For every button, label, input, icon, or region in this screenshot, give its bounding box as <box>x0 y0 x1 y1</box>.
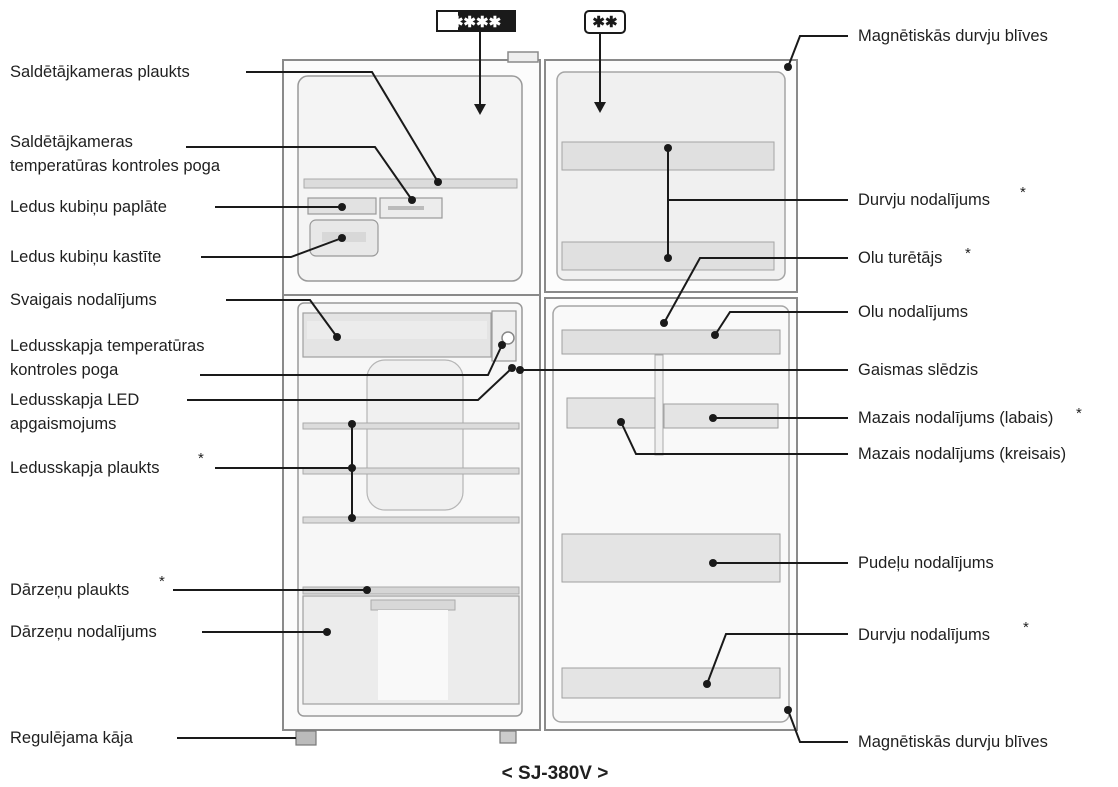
label-light-switch: Gaismas slēdzis <box>858 361 978 379</box>
asterisk-door-compartment-lower: * <box>1023 619 1029 636</box>
fridge-rating-badge: ✱✱ <box>584 10 626 34</box>
badge-arrowheads <box>474 102 606 115</box>
left-labels: Saldētājkameras plaukts Saldētājkameras … <box>10 63 221 747</box>
asterisk-small-compartment-right: * <box>1076 405 1082 422</box>
label-door-seal-bottom: Magnētiskās durvju blīves <box>858 733 1048 751</box>
label-door-compartment-lower: Durvju nodalījums <box>858 626 990 644</box>
label-adjustable-foot: Regulējama kāja <box>10 729 134 747</box>
label-fresh-compartment: Svaigais nodalījums <box>10 291 157 309</box>
label-egg-holder: Olu turētājs <box>858 249 942 267</box>
label-door-seal-top: Magnētiskās durvju blīves <box>858 27 1048 45</box>
right-labels: Magnētiskās durvju blīves Durvju nodalīj… <box>858 27 1082 751</box>
leader-lines <box>173 32 848 743</box>
label-freezer-temp-control-line2: temperatūras kontroles poga <box>10 157 221 175</box>
label-fridge-shelf: Ledusskapja plaukts <box>10 459 160 477</box>
label-freezer-temp-control-line1: Saldētājkameras <box>10 133 133 151</box>
label-fridge-led-line2: apgaismojums <box>10 415 116 433</box>
label-egg-compartment: Olu nodalījums <box>858 303 968 321</box>
label-vegetable-shelf: Dārzeņu plaukts <box>10 581 129 599</box>
label-small-compartment-right: Mazais nodalījums (labais) <box>858 409 1053 427</box>
label-door-compartment-upper: Durvju nodalījums <box>858 191 990 209</box>
fridge-doors <box>544 59 798 731</box>
fridge-cabinet <box>282 51 541 746</box>
label-fridge-led-line1: Ledusskapja LED <box>10 391 139 409</box>
label-ice-tray: Ledus kubiņu paplāte <box>10 198 167 216</box>
label-bottle-compartment: Pudeļu nodalījums <box>858 554 994 572</box>
label-small-compartment-left: Mazais nodalījums (kreisais) <box>858 445 1066 463</box>
label-vegetable-compartment: Dārzeņu nodalījums <box>10 623 157 641</box>
freezer-rating-text: ✱✱✱✱ <box>451 14 502 31</box>
label-fridge-temp-control-line1: Ledusskapja temperatūras <box>10 337 204 355</box>
asterisk-fridge-shelf: * <box>198 450 204 467</box>
freezer-rating-badge: ✱✱✱✱ <box>436 10 516 32</box>
fridge-rating-text: ✱✱ <box>592 14 618 31</box>
asterisk-vegetable-shelf: * <box>159 573 165 590</box>
label-freezer-shelf: Saldētājkameras plaukts <box>10 63 190 81</box>
label-ice-box: Ledus kubiņu kastīte <box>10 248 161 266</box>
asterisk-door-compartment-upper: * <box>1020 184 1026 201</box>
asterisk-egg-holder: * <box>965 245 971 262</box>
leader-dots <box>323 63 792 714</box>
model-caption: < SJ-380V > <box>502 763 609 784</box>
label-fridge-temp-control-line2: kontroles poga <box>10 361 119 379</box>
